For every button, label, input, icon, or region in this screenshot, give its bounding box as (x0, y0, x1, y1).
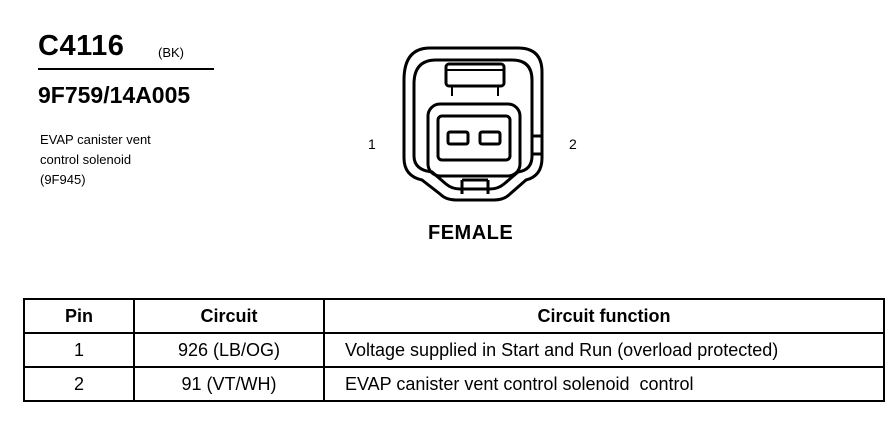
connector-face-diagram (402, 46, 544, 202)
terminal-pin-2 (478, 130, 502, 146)
table-row: 1 926 (LB/OG) Voltage supplied in Start … (23, 332, 885, 368)
description-line: (9F945) (40, 172, 86, 187)
cell-circuit: 91 (VT/WH) (133, 366, 325, 402)
connector-outer-shell (402, 46, 544, 202)
side-latch (532, 134, 544, 156)
cell-pin: 1 (23, 332, 135, 368)
component-description: EVAP canister vent control solenoid (9F9… (40, 130, 151, 190)
cell-circuit-function: EVAP canister vent control solenoid cont… (323, 366, 885, 402)
pinout-table: Pin Circuit Circuit function 1 926 (LB/O… (23, 298, 885, 402)
description-line: control solenoid (40, 152, 132, 167)
connector-id-underline (38, 68, 214, 70)
cell-circuit: 926 (LB/OG) (133, 332, 325, 368)
pin-label-1: 1 (368, 136, 376, 152)
header-circuit-function: Circuit function (323, 298, 885, 334)
connector-cavity (426, 102, 522, 178)
polarization-key (460, 178, 490, 194)
table-row: 2 91 (VT/WH) EVAP canister vent control … (23, 366, 885, 402)
locking-tab (444, 62, 506, 88)
connector-inner-wall (412, 58, 534, 191)
connector-color-code: (BK) (158, 45, 184, 60)
header-circuit: Circuit (133, 298, 325, 334)
description-line: EVAP canister vent (40, 132, 151, 147)
connector-id: C4116 (38, 30, 125, 62)
terminal-housing (436, 114, 512, 162)
cell-circuit-function: Voltage supplied in Start and Run (overl… (323, 332, 885, 368)
header-pin: Pin (23, 298, 135, 334)
cell-pin: 2 (23, 366, 135, 402)
table-header-row: Pin Circuit Circuit function (23, 298, 885, 334)
pin-label-2: 2 (569, 136, 577, 152)
terminal-pin-1 (446, 130, 470, 146)
part-number: 9F759/14A005 (38, 82, 191, 108)
connector-gender-label: FEMALE (428, 222, 514, 244)
